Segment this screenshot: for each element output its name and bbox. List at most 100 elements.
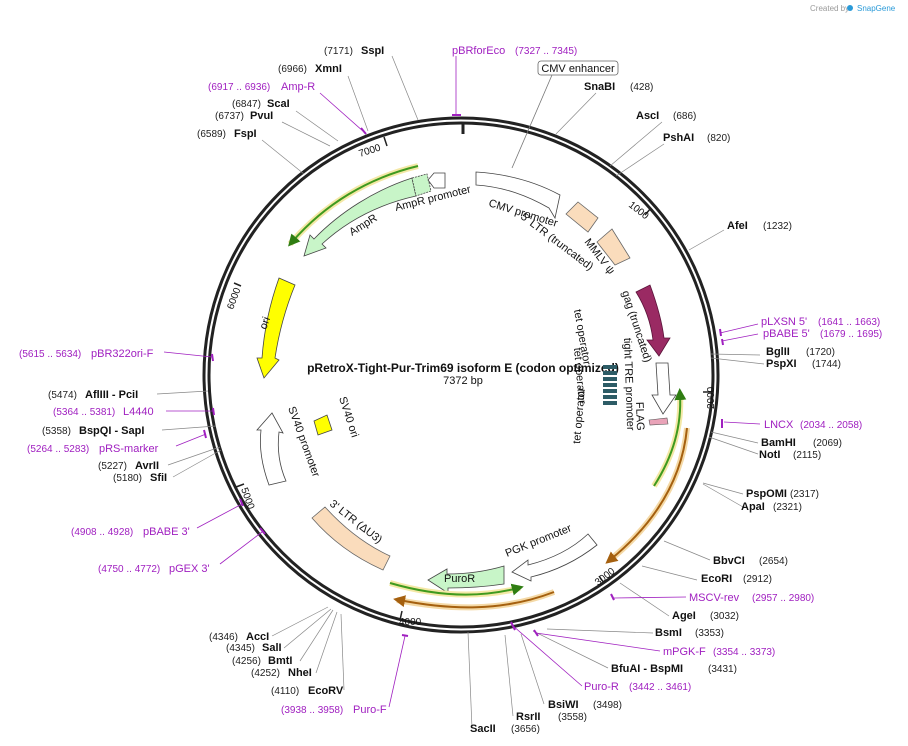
ampr-orf-arrow	[288, 165, 419, 247]
primer-range: (1641 .. 1663)	[818, 317, 880, 328]
enzyme-pos: (4256)	[232, 656, 261, 667]
ampr-tail-block	[411, 173, 432, 197]
enzyme-pos: (3558)	[558, 712, 587, 723]
enzyme-name: PshAI	[663, 132, 694, 144]
primer-range: (1679 .. 1695)	[820, 329, 882, 340]
enzyme-pos: (2654)	[759, 556, 788, 567]
ampr-promoter-arrow	[427, 172, 446, 189]
primer-range: (5615 .. 5634)	[19, 349, 81, 360]
enzyme-pos: (4110)	[271, 686, 299, 697]
primer-range: (3442 .. 3461)	[629, 682, 691, 693]
tick-2000: 2000	[706, 386, 717, 409]
primer-name: MSCV-rev	[689, 592, 740, 604]
enzyme-pos: (1720)	[806, 347, 835, 358]
enzyme-pos: (6589)	[197, 129, 226, 140]
tet-operator-2-label: tet operator	[571, 347, 588, 404]
enzyme-pos: (4346)	[209, 632, 238, 643]
tet-operator-3-label: tet operator	[571, 387, 588, 444]
tick-marks	[233, 136, 712, 621]
plasmid-name: pRetroX-Tight-Pur-Trim69 isoform E (codo…	[307, 361, 619, 375]
ori-block	[256, 277, 296, 379]
enzyme-pos: (1232)	[763, 221, 792, 232]
enzyme-name: BamHI	[761, 437, 796, 449]
enzyme-name: PvuI	[250, 110, 273, 122]
enzyme-pos: (3431)	[708, 664, 737, 675]
enzyme-name: BbvCI	[713, 555, 745, 567]
orf-green-arrow	[653, 388, 687, 487]
enzyme-name: AflIII - PciI	[85, 389, 138, 401]
enzyme-pos: (7171)	[324, 46, 353, 57]
primer-range: (4908 .. 4928)	[71, 527, 133, 538]
enzyme-name: ApaI	[741, 501, 765, 513]
enzyme-name: SalI	[262, 642, 282, 654]
enzyme-name: BsmI	[655, 627, 682, 639]
primer-name: pBABE 5'	[763, 328, 810, 340]
enzyme-leaders	[156, 55, 765, 729]
enzyme-name: ScaI	[267, 98, 290, 110]
flag-block	[648, 417, 669, 426]
enzyme-pos: (6737)	[215, 111, 244, 122]
snapgene-logo-icon	[847, 5, 853, 11]
pgk-promoter-arrow	[511, 533, 598, 582]
primer-name: L4440	[123, 406, 154, 418]
sv40-promoter-label: SV40 promoter	[285, 405, 322, 479]
enzyme-pos: (2912)	[743, 574, 772, 585]
ampr-arrow	[303, 177, 417, 257]
enzyme-name: BspQI - SapI	[79, 425, 144, 437]
enzyme-pos: (428)	[630, 82, 653, 93]
primer-leaders	[163, 56, 761, 708]
primer-range: (4750 .. 4772)	[98, 564, 160, 575]
enzyme-pos: (6966)	[278, 64, 307, 75]
backbone-outer-circle	[202, 116, 720, 634]
primer-range: (7327 .. 7345)	[515, 46, 577, 57]
enzyme-pos: (6847)	[232, 99, 261, 110]
primer-range: (2957 .. 2980)	[752, 593, 814, 604]
enzyme-pos: (5358)	[42, 426, 71, 437]
gag-arrow	[635, 284, 671, 357]
primer-range: (3354 .. 3373)	[713, 647, 775, 658]
enzyme-name: SfiI	[150, 472, 167, 484]
tre-promoter-arrow	[651, 362, 677, 415]
enzyme-pos: (3498)	[593, 700, 622, 711]
puror-arrow	[427, 565, 505, 594]
flag-label: FLAG	[633, 402, 646, 431]
primer-labels: pBRforEco (7327 .. 7345) (6917 .. 6936) …	[19, 45, 882, 716]
enzyme-pos: (2317)	[790, 489, 819, 500]
tick-4000: 4000	[399, 617, 422, 628]
enzyme-name: NotI	[759, 449, 780, 461]
primer-name: mPGK-F	[663, 646, 706, 658]
primer-name: LNCX	[764, 419, 794, 431]
enzyme-pos: (3353)	[695, 628, 724, 639]
enzyme-name: NheI	[288, 667, 312, 679]
primer-name: pBRforEco	[452, 45, 505, 57]
enzyme-name: XmnI	[315, 63, 342, 75]
primer-name: pLXSN 5'	[761, 316, 807, 328]
ltr5-block	[565, 201, 599, 233]
snapgene-credit: Created by SnapGene	[810, 4, 896, 13]
primer-name: pBR322ori-F	[91, 348, 154, 360]
enzyme-name: SacII	[470, 723, 496, 735]
mmlv-psi-block	[596, 228, 631, 266]
enzyme-pos: (4252)	[251, 668, 280, 679]
cmv-enhancer-box	[537, 60, 619, 76]
enzyme-name: EcoRV	[308, 685, 344, 697]
enzyme-name: SnaBI	[584, 81, 615, 93]
enzyme-name: SspI	[361, 45, 384, 57]
enzyme-name: RsrII	[516, 711, 540, 723]
plasmid-size: 7372 bp	[443, 375, 483, 387]
enzyme-pos: (5227)	[98, 461, 127, 472]
enzyme-name: AscI	[636, 110, 659, 122]
enzyme-pos: (2069)	[813, 438, 842, 449]
ltr3-block	[311, 506, 391, 571]
primer-name: Puro-F	[353, 704, 387, 716]
primer-range: (6917 .. 6936)	[208, 82, 270, 93]
enzyme-name: AfeI	[727, 220, 748, 232]
tre-promoter-label: tight TRE promoter	[621, 338, 636, 431]
enzyme-name: BglII	[766, 346, 790, 358]
enzyme-pos: (1744)	[812, 359, 841, 370]
puro-orange-orf	[393, 591, 555, 609]
sv40-promoter-arrow	[256, 412, 287, 486]
enzyme-name: FspI	[234, 128, 257, 140]
primer-name: Amp-R	[281, 81, 315, 93]
